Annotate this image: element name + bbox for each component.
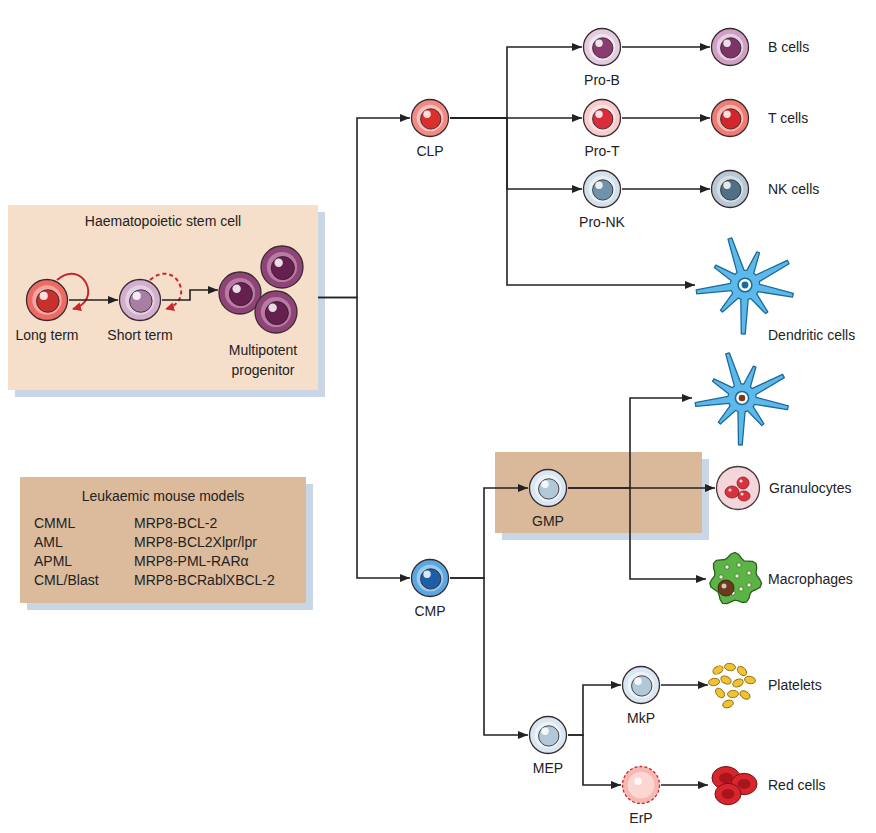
cell-label: Red cells	[768, 777, 826, 794]
lineage-arrow	[661, 684, 708, 686]
cell-label: MkP	[627, 710, 655, 727]
table-cell: CMML	[34, 515, 75, 532]
lineage-arrow	[622, 188, 710, 190]
stem-cell-box: Haematopoietic stem cellLong termShort t…	[8, 205, 318, 390]
long-term-stem-cell-icon	[25, 278, 69, 322]
gmp-highlight-panel	[495, 452, 702, 533]
lineage-arrow	[318, 118, 410, 298]
granulocyte-icon	[715, 465, 761, 511]
mature-cell: B cells	[710, 27, 750, 67]
long-term-stem-cell: Long term	[25, 278, 69, 322]
dendritic-cell-icon	[695, 235, 795, 335]
progenitor-cell-icon	[621, 765, 661, 805]
platelets-icon	[708, 662, 758, 708]
lineage-arrow	[568, 685, 621, 735]
macrophage: Macrophages	[706, 550, 764, 608]
progenitor-cell-icon	[410, 558, 450, 598]
progenitor-cell: MkP	[621, 665, 661, 705]
table-cell: MRP8-BCL2Xlpr/lpr	[134, 534, 257, 551]
progenitor-cell: GMP	[528, 468, 568, 508]
cell-label: Long term	[15, 327, 78, 344]
progenitor-cell: CMP	[410, 558, 450, 598]
mature-cell-icon	[710, 169, 750, 209]
progenitor-cell-icon	[528, 715, 568, 755]
progenitor-cell-icon	[410, 98, 450, 138]
cell-label: ErP	[629, 810, 652, 827]
panel-title: Haematopoietic stem cell	[8, 213, 318, 230]
cell-label: Pro-NK	[579, 214, 625, 231]
precursor-cell-icon	[582, 169, 622, 209]
lineage-arrow	[450, 47, 582, 118]
table-heading: Leukaemic mouse models	[20, 488, 306, 505]
cell-label: MEP	[533, 760, 563, 777]
macrophage-icon	[706, 550, 764, 608]
short-term-stem-cell: Short term	[118, 278, 162, 322]
table-cell: CML/Blast	[34, 572, 99, 589]
table-cell: MRP8-BCRablXBCL-2	[134, 572, 275, 589]
lineage-arrow	[450, 488, 528, 578]
precursor-cell: Pro-B	[582, 27, 622, 67]
cell-label: Short term	[107, 327, 172, 344]
cell-label: CMP	[414, 603, 445, 620]
cell-label: Platelets	[768, 677, 822, 694]
granulocyte: Granulocytes	[715, 465, 761, 511]
mature-cell: T cells	[710, 98, 750, 138]
lineage-arrow	[450, 118, 582, 189]
lineage-arrow	[318, 298, 410, 579]
multipotent-progenitor-icon	[218, 245, 308, 335]
cell-label: GMP	[532, 513, 564, 530]
precursor-cell: Pro-NK	[582, 169, 622, 209]
mouse-model-box: Leukaemic mouse modelsCMML MRP8-BCL-2AML M…	[20, 477, 306, 603]
lineage-arrow	[568, 488, 706, 579]
precursor-cell-icon	[582, 98, 622, 138]
lineage-arrow	[622, 117, 710, 119]
platelets: Platelets	[708, 662, 758, 708]
cell-label: T cells	[768, 110, 808, 127]
progenitor-cell: ErP	[621, 765, 661, 805]
lineage-arrow	[450, 118, 695, 285]
progenitor-cell-icon	[528, 468, 568, 508]
branch-line	[630, 398, 692, 488]
lineage-arrow	[622, 46, 710, 48]
lineage-arrow	[661, 784, 708, 786]
table-cell: MRP8-PML-RARα	[134, 553, 249, 570]
cell-label: Dendritic cells	[768, 327, 855, 344]
multipotent-progenitor: Multipotent progenitor	[218, 245, 308, 335]
cell-label: Macrophages	[768, 571, 853, 588]
progenitor-cell: CLP	[410, 98, 450, 138]
mouse-model-panel	[20, 477, 306, 603]
cell-label: Multipotent progenitor	[208, 340, 318, 380]
cell-label: B cells	[768, 39, 809, 56]
cell-label: NK cells	[768, 181, 819, 198]
lineage-arrow	[162, 290, 218, 300]
lineage-arrow	[568, 735, 621, 785]
cell-label: CLP	[416, 143, 443, 160]
cell-label: Granulocytes	[769, 480, 851, 497]
precursor-cell-icon	[582, 27, 622, 67]
red-cells-icon	[708, 762, 760, 808]
dendritic-cell: Dendritic cells	[695, 235, 795, 335]
cell-label: Pro-B	[584, 72, 620, 89]
progenitor-cell-icon	[621, 665, 661, 705]
dendritic-cell-illustration	[695, 353, 788, 445]
table-cell: AML	[34, 534, 63, 551]
lineage-arrow	[450, 578, 528, 735]
table-cell: APML	[34, 553, 72, 570]
mature-cell: NK cells	[710, 169, 750, 209]
mature-cell-icon	[710, 27, 750, 67]
cell-label: Pro-T	[585, 143, 620, 160]
precursor-cell: Pro-T	[582, 98, 622, 138]
lineage-arrow	[69, 299, 118, 301]
mature-cell-icon	[710, 98, 750, 138]
table-cell: MRP8-BCL-2	[134, 515, 217, 532]
red-cells: Red cells	[708, 762, 760, 808]
short-term-stem-cell-icon	[118, 278, 162, 322]
progenitor-cell: MEP	[528, 715, 568, 755]
stem-cell-panel	[8, 205, 318, 390]
